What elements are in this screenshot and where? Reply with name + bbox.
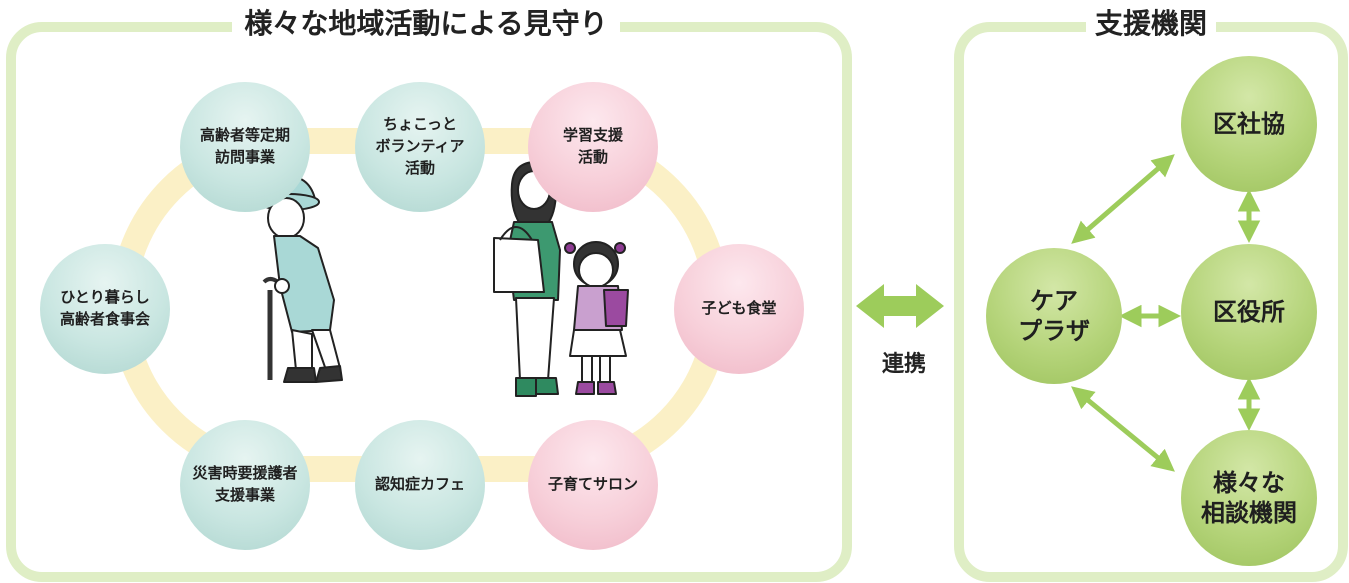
activity-parenting-salon: 子育てサロン — [528, 420, 658, 550]
elderly-man-illustration — [258, 174, 343, 383]
agency-consultation: 様々な 相談機関 — [1181, 430, 1317, 566]
activity-dementia-cafe: 認知症カフェ — [355, 420, 485, 550]
arrow-careplaza-sodan — [1071, 386, 1175, 472]
girl-illustration — [564, 241, 629, 395]
link-label: 連携 — [881, 352, 926, 377]
support-agencies-title: 支援機関 — [1086, 4, 1216, 44]
community-activities-title: 様々な地域活動による見守り — [232, 4, 620, 44]
arrow-careplaza-kushakyo — [1071, 154, 1175, 244]
agency-kuyakusho: 区役所 — [1181, 244, 1317, 380]
activity-elderly-visit: 高齢者等定期 訪問事業 — [180, 82, 310, 212]
care-plaza-hub: ケア プラザ — [986, 248, 1122, 384]
activity-study-support: 学習支援 活動 — [528, 82, 658, 212]
link-arrow — [856, 284, 944, 328]
activity-disaster-support: 災害時要援護者 支援事業 — [180, 420, 310, 550]
agency-kushakyo: 区社協 — [1181, 56, 1317, 192]
activity-solo-elderly-meal: ひとり暮らし 高齢者食事会 — [40, 244, 170, 374]
activity-volunteer: ちょこっと ボランティア 活動 — [355, 82, 485, 212]
activity-kids-cafeteria: 子ども食堂 — [674, 244, 804, 374]
mother-illustration — [493, 161, 561, 397]
